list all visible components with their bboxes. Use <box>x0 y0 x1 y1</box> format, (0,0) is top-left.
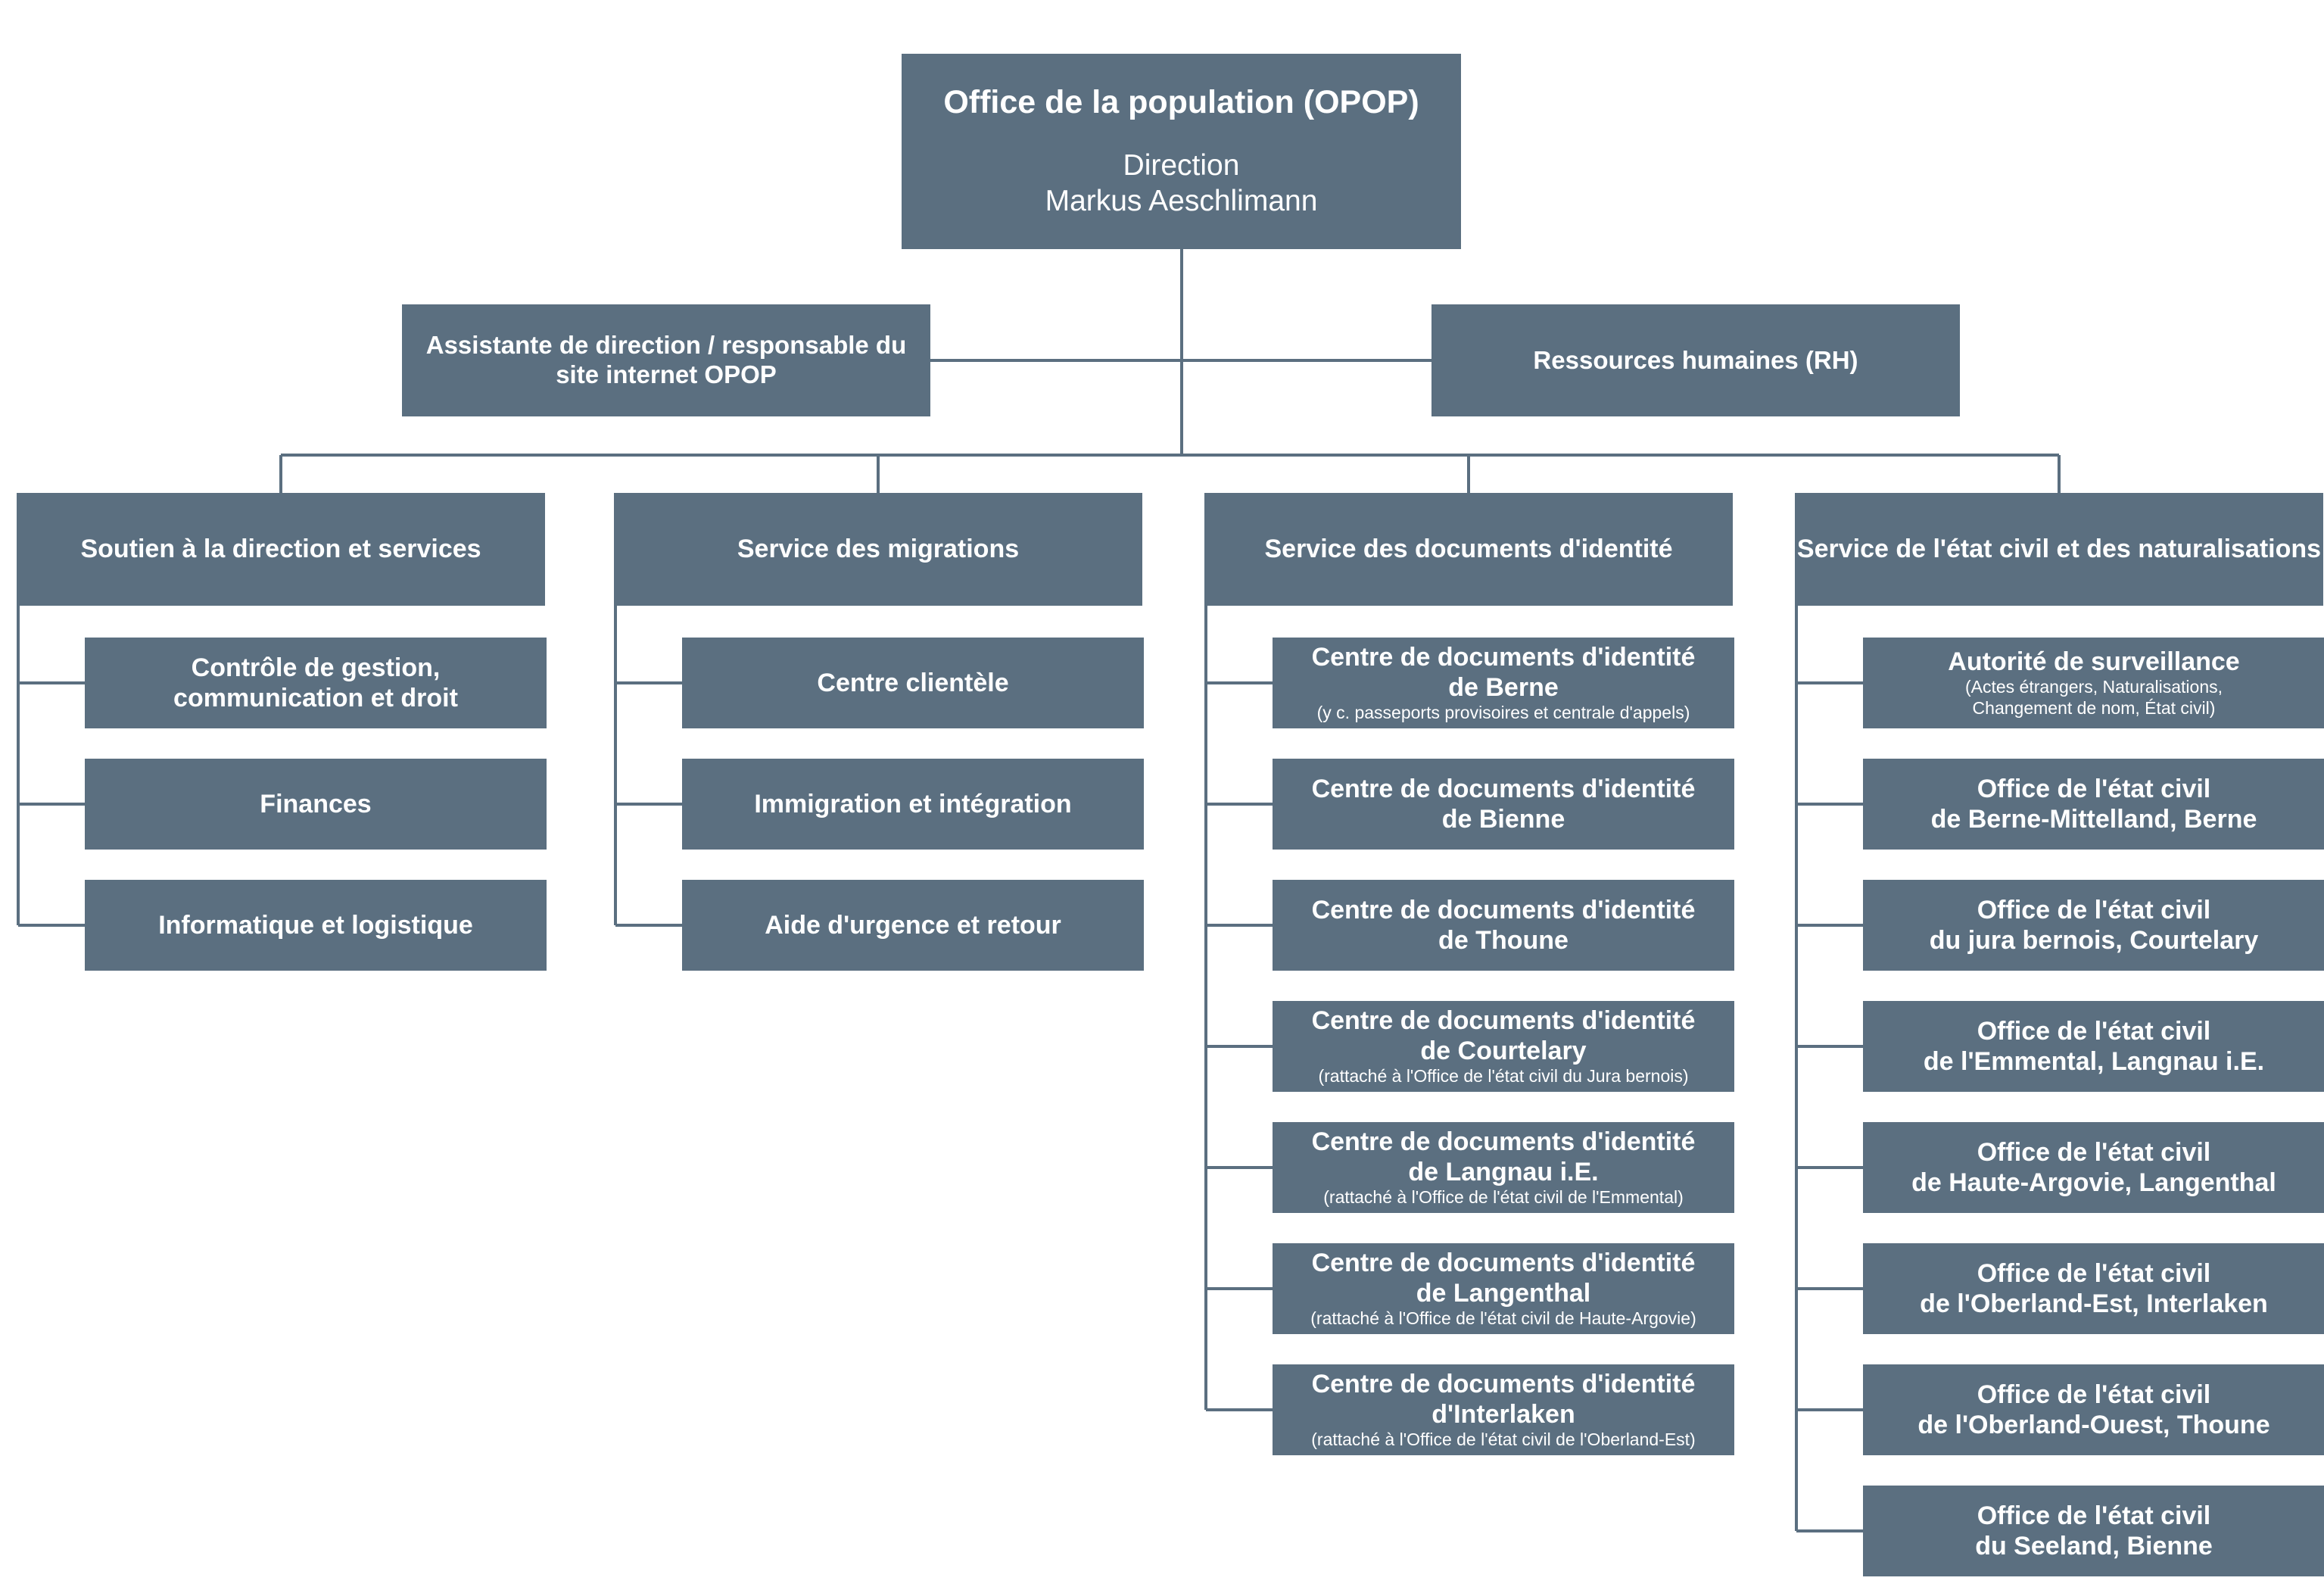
department-title: Soutien à la direction et services <box>80 535 481 564</box>
unit-box: Informatique et logistique <box>85 880 547 971</box>
department-box-support: Soutien à la direction et services <box>17 493 545 606</box>
root-role: Direction <box>1123 148 1240 182</box>
department-box-civil-status: Service de l'état civil et des naturalis… <box>1795 493 2323 606</box>
unit-note: (rattaché à l'Office de l'état civil de … <box>1311 1430 1696 1450</box>
unit-note: (Actes étrangers, Naturalisations,Change… <box>1964 677 2223 719</box>
unit-title: Finances <box>260 789 372 818</box>
unit-title: Aide d'urgence et retour <box>765 910 1061 940</box>
root-name: Markus Aeschlimann <box>1045 185 1318 218</box>
unit-box: Contrôle de gestion,communication et dro… <box>85 638 547 728</box>
department-title: Service de l'état civil et des naturalis… <box>1796 535 2322 564</box>
unit-box: Immigration et intégration <box>682 759 1144 850</box>
unit-title: Informatique et logistique <box>158 910 473 940</box>
staff-box-assistant: Assistante de direction / responsable du… <box>402 304 930 416</box>
unit-title: Autorité de surveillance <box>1948 647 2240 677</box>
unit-title: Immigration et intégration <box>754 789 1072 818</box>
staff-box-hr: Ressources humaines (RH) <box>1431 304 1960 416</box>
unit-note: (rattaché à l'Office de l'état civil de … <box>1323 1187 1684 1208</box>
unit-title: Contrôle de gestion,communication et dro… <box>173 653 458 712</box>
staff-assistant-title: Assistante de direction / responsable du… <box>425 331 907 388</box>
unit-note: (rattaché à l'Office de l'état civil de … <box>1310 1308 1696 1329</box>
department-title: Service des migrations <box>737 535 1020 564</box>
department-box-identity: Service des documents d'identité <box>1204 493 1733 606</box>
unit-box: Aide d'urgence et retour <box>682 880 1144 971</box>
staff-hr-title: Ressources humaines (RH) <box>1533 345 1858 374</box>
unit-note: (rattaché à l'Office de l'état civil du … <box>1318 1066 1689 1087</box>
root-title: Office de la population (OPOP) <box>943 84 1419 121</box>
unit-note: (y c. passeports provisoires et centrale… <box>1316 703 1690 723</box>
unit-box: Autorité de surveillance(Actes étrangers… <box>1863 638 2324 728</box>
root-box-opop: Office de la population (OPOP) Direction… <box>902 54 1461 249</box>
unit-box: Finances <box>85 759 547 850</box>
unit-title: Centre clientèle <box>817 668 1009 697</box>
department-box-migrations: Service des migrations <box>614 493 1142 606</box>
unit-box: Centre clientèle <box>682 638 1144 728</box>
department-title: Service des documents d'identité <box>1264 535 1673 564</box>
